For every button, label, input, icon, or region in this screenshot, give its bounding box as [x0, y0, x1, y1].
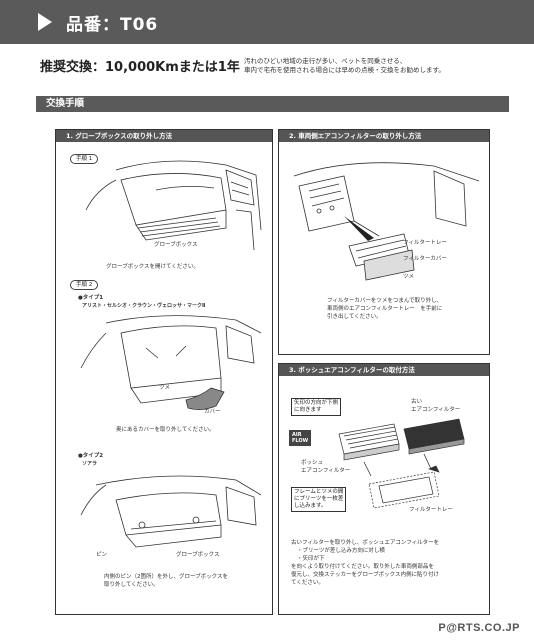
site-logo: P@RTS.CO.JP: [438, 622, 520, 634]
step-1-tag: 手順 1: [70, 154, 99, 164]
label-filter-tray: フィルタートレー: [403, 240, 447, 246]
label-bosch-filter: ボッシュ エアコンフィルター: [301, 460, 351, 474]
callout-frame-pleat: フレームとツメの間 にプリーツを一枚差 し込みます。: [291, 487, 347, 512]
type-2-title: ●タイプ2: [78, 453, 104, 459]
cover-removal-illustration: [80, 315, 262, 410]
caption-6: てください。: [291, 580, 324, 586]
label-tsume: ツメ: [159, 385, 171, 391]
panel-heading: 2. 車両側エアコンフィルターの取り外し方法: [279, 130, 489, 142]
step-2-tag: 手順 2: [70, 280, 99, 290]
vehicle-filter-removal-panel: 2. 車両側エアコンフィルターの取り外し方法 フィルタートレー フィルターカバー…: [278, 129, 490, 355]
label-tsume: ツメ: [403, 274, 415, 280]
usage-notes: 汚れのひどい地域の走行が多い、ペットを同乗させる、 車内で宅布を使用される場合に…: [244, 57, 504, 75]
type-2-caption-1: 内側のピン（2箇所）を外し、グローブボックスを: [104, 574, 229, 580]
pin-removal-illustration: [80, 475, 262, 548]
section-title: 交換手順: [36, 96, 509, 112]
note-line: 汚れのひどい地域の走行が多い、ペットを同乗させる、: [244, 57, 407, 65]
caption-4: を向くよう取り付けてください。取り外した車両側部品を: [291, 564, 434, 570]
recommended-interval: 推奨交換：10,000Kmまたは1年: [40, 60, 240, 75]
type-1-models: アリスト・セルシオ・クラウン・ヴェロッサ・マークⅡ: [82, 303, 206, 309]
glovebox-open-illustration: [85, 160, 262, 251]
filter-tray-removal-illustration: [293, 162, 480, 281]
panel-heading: 3. ボッシュエアコンフィルターの取付方法: [279, 364, 489, 376]
label-cover: カバー: [204, 409, 221, 415]
note-line: 車内で宅布を使用される場合には早めの点検・交換をお勧めします。: [244, 66, 445, 74]
caption-3: ・矢印が下: [297, 556, 325, 562]
label-old-filter: 古い エアコンフィルター: [411, 399, 461, 413]
glovebox-removal-panel: 1. グローブボックスの取り外し方法 手順 1 グローブボックス グローブボック…: [55, 129, 273, 615]
bosch-filter-install-panel: 3. ボッシュエアコンフィルターの取付方法 矢印の方向が下側 に向きます 古い …: [278, 363, 490, 615]
callout-arrow-direction: 矢印の方向が下側 に向きます: [291, 398, 342, 416]
caption-1: フィルターカバーをツメをつまんで取り外し、: [327, 298, 443, 304]
label-filter-tray: フィルタートレー: [409, 507, 453, 513]
type-2-caption-2: 取り外してください。: [104, 582, 159, 588]
caption-5: 復元し、交換ステッカーをグローブボックス内側に貼り付け: [291, 572, 440, 578]
type-2-models: ソアラ: [82, 461, 98, 467]
airflow-badge: AIR FLOW: [289, 430, 312, 446]
step-1-caption: グローブボックスを開けてください。: [106, 264, 199, 270]
label-filter-cover: フィルターカバー: [403, 256, 447, 262]
type-1-title: ●タイプ1: [78, 295, 104, 301]
caption-2: 車両側のエアコンフィルタートレー を手前に: [327, 306, 443, 312]
panel-heading: 1. グローブボックスの取り外し方法: [56, 130, 272, 142]
caption-2: ・プリーツが差し込み方向に対し横: [297, 548, 385, 554]
label-pin: ピン: [96, 552, 108, 558]
label-glovebox: グローブボックス: [154, 242, 198, 248]
part-number-title: 品番：T06: [66, 14, 159, 35]
type-1-caption: 奥にあるカバーを取り外してください。: [116, 427, 215, 433]
triangle-play-icon: [38, 13, 52, 31]
caption-1: 古いフィルターを取り外し、ボッシュエアコンフィルターを: [291, 540, 440, 546]
filter-install-illustration: [338, 418, 465, 509]
caption-3: 引き出してください。: [327, 314, 382, 320]
label-glovebox-2: グローブボックス: [176, 552, 220, 558]
page-header: 品番：T06: [0, 0, 534, 44]
